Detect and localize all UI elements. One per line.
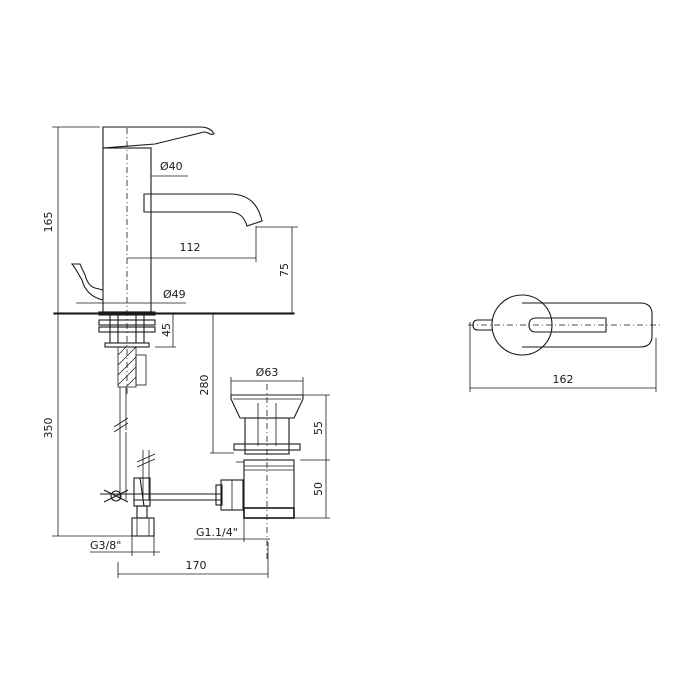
dim-thread-length: 45: [155, 312, 176, 348]
dim-label-inlet-thread: G3/8": [90, 539, 121, 552]
waste-body: [243, 459, 295, 519]
dim-label-height-to-waste: 280: [198, 375, 211, 396]
dim-under-basin: 350: [42, 313, 132, 537]
handle-top-view: [468, 294, 660, 356]
basin-plate: [53, 312, 295, 315]
hatched-section: [117, 346, 147, 388]
dim-inlet-thread: G3/8": [90, 536, 160, 556]
dim-label-thread-length: 45: [160, 323, 173, 337]
dim-waste-bottom: 50: [294, 460, 330, 519]
dim-total-height: 165: [42, 126, 100, 313]
dim-label-total-height: 165: [42, 212, 55, 233]
dim-spout-reach: 112: [127, 226, 257, 262]
dim-inlet-to-waste: 170: [117, 542, 269, 578]
dim-label-handle-length: 162: [553, 373, 574, 386]
side-lever: [70, 263, 104, 301]
faucet-front-view: [53, 126, 295, 537]
dim-label-inlet-to-waste: 170: [186, 559, 207, 572]
dim-label-waste-bottom: 50: [312, 482, 325, 496]
dim-label-waste-top: 55: [312, 421, 325, 435]
dim-bore-top: Ø40: [151, 160, 188, 177]
dim-handle-length: 162: [469, 322, 657, 392]
dim-waste-thread: G1.1/4": [194, 518, 270, 542]
dim-label-bore-top: Ø40: [160, 160, 183, 173]
dim-label-spout-height: 75: [278, 263, 291, 277]
dim-label-spout-reach: 112: [180, 241, 201, 254]
stop-valve: [100, 477, 222, 507]
dim-label-waste-diameter: Ø63: [256, 366, 279, 379]
mounting-washer-2: [98, 326, 156, 333]
handle-inner-slot: [528, 317, 607, 333]
faucet-spout: [143, 193, 263, 227]
dim-label-waste-thread: G1.1/4": [196, 526, 238, 539]
faucet-handle-lever: [102, 126, 215, 149]
dim-waste-diameter: Ø63: [230, 366, 304, 395]
dim-spout-height: 75: [256, 226, 298, 313]
dim-label-base-diameter: Ø49: [163, 288, 186, 301]
dim-waste-top: 55: [300, 394, 330, 461]
mounting-washer-1: [98, 319, 156, 326]
inlet-fitting: [131, 505, 155, 537]
dim-label-under-basin: 350: [42, 418, 55, 439]
dim-base-diameter: Ø49: [76, 288, 186, 304]
dim-height-to-waste: 280: [198, 313, 234, 454]
